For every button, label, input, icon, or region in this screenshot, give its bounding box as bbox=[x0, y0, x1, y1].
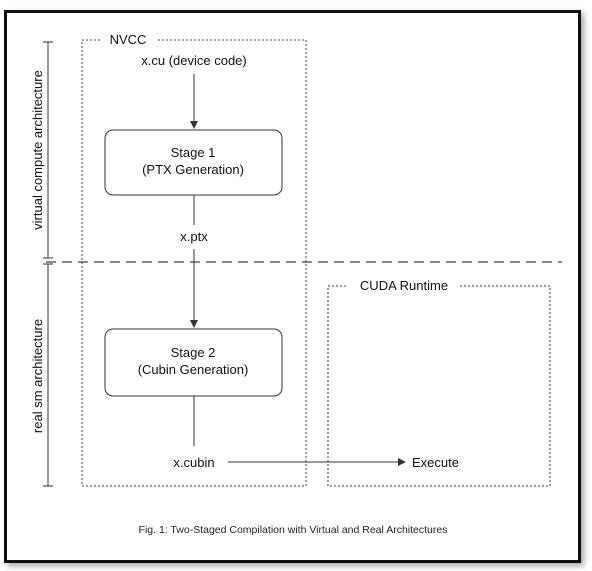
nvcc-label: NVCC bbox=[110, 32, 147, 47]
ptx-node-label: x.ptx bbox=[180, 229, 208, 244]
execute-node-label: Execute bbox=[412, 455, 459, 470]
side-label-top-bg bbox=[28, 52, 44, 248]
cubin-node-label: x.cubin bbox=[173, 455, 214, 470]
side-label-bottom-bg bbox=[28, 296, 44, 456]
cuda-runtime-label-bg bbox=[348, 276, 460, 294]
side-label-real: real sm architecture bbox=[30, 319, 45, 433]
cuda-runtime-label: CUDA Runtime bbox=[360, 278, 448, 293]
cuda-runtime-group bbox=[327, 285, 551, 487]
stage1-title: Stage 1 bbox=[171, 145, 216, 160]
nvcc-group bbox=[81, 39, 307, 487]
side-label-virtual: virtual compute architecture bbox=[30, 70, 45, 230]
stage2-subtitle: (Cubin Generation) bbox=[138, 362, 249, 377]
figure-caption: Fig. 1: Two-Staged Compilation with Virt… bbox=[139, 524, 448, 536]
nvcc-label-bg bbox=[100, 30, 156, 48]
virtual-arch-bracket bbox=[43, 41, 53, 259]
stage1-subtitle: (PTX Generation) bbox=[142, 162, 244, 177]
input-node-label: x.cu (device code) bbox=[141, 53, 247, 68]
real-arch-bracket bbox=[43, 263, 53, 487]
stage2-title: Stage 2 bbox=[171, 345, 216, 360]
